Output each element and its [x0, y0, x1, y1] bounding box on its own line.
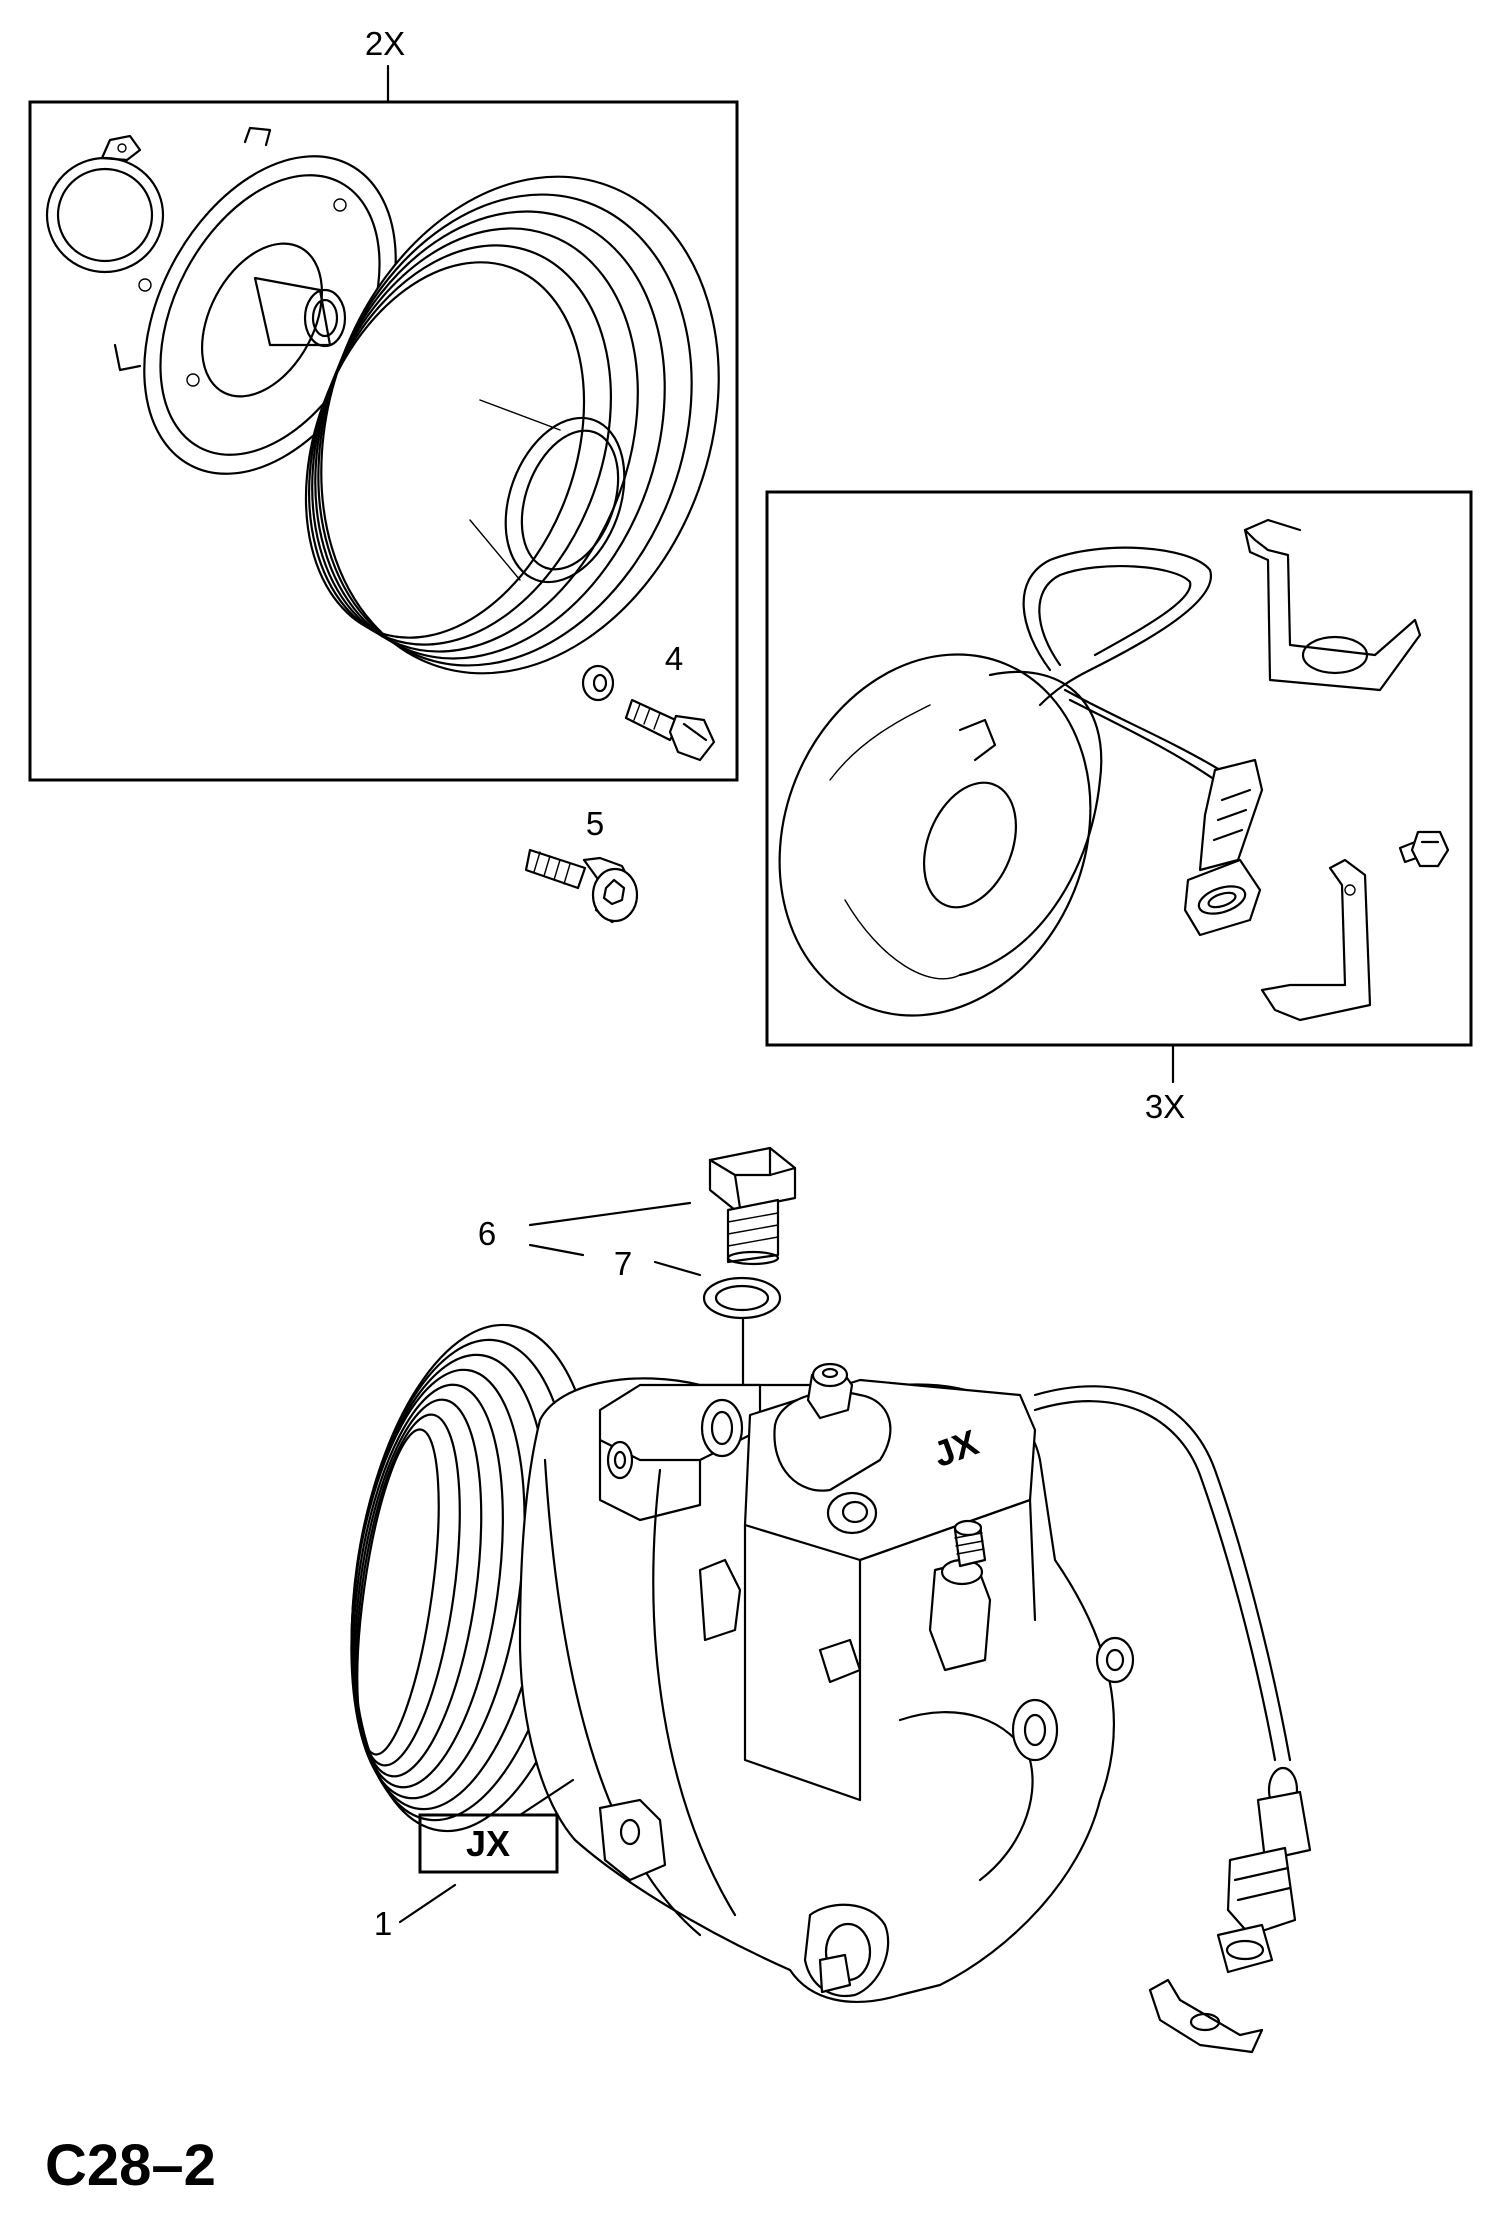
- badge-leader: [518, 1778, 575, 1817]
- socket-screw-5: 5: [524, 805, 639, 924]
- drain-plug-group: 6 7: [478, 1146, 797, 1387]
- clutch-assembly-frame: [28, 100, 739, 782]
- callout-1: 1: [374, 1905, 392, 1942]
- callout-1-leader: [398, 1883, 457, 1924]
- compressor-badge: JX: [418, 1778, 575, 1874]
- callout-5: 5: [586, 805, 604, 842]
- washer: [581, 664, 615, 702]
- drain-plug-bolt: [708, 1146, 797, 1266]
- field-coil-assembly-group: 3X: [765, 490, 1473, 1125]
- page-code: C28–2: [45, 2133, 216, 2198]
- snap-ring: [45, 134, 165, 274]
- badge-frame: [418, 1813, 559, 1874]
- callout-7: 7: [614, 1245, 632, 1282]
- clutch-assembly-group: 2X: [28, 25, 739, 782]
- callout-7-leader-a: [528, 1243, 585, 1257]
- callout-6: 6: [478, 1215, 496, 1252]
- badge-label: JX: [466, 1823, 510, 1864]
- callout-7-leader-b: [653, 1260, 702, 1277]
- compressor-body: JX: [518, 1362, 1135, 2003]
- clutch-pulley: [304, 175, 720, 675]
- compressor-group: JX: [350, 1323, 1312, 2054]
- coil-screw: [1398, 830, 1450, 868]
- callout-4: 4: [665, 640, 683, 677]
- compressor-cable: [1033, 1385, 1312, 2054]
- bolt-4: [624, 698, 716, 762]
- coil-connector: [1183, 758, 1264, 937]
- callout-6-leader: [528, 1201, 692, 1227]
- field-coil: [778, 653, 1103, 1017]
- sealing-ring: [702, 1276, 782, 1320]
- coil-wire-harness: [1022, 546, 1222, 784]
- callout-2x: 2X: [365, 25, 405, 62]
- coil-bracket-upper: [1243, 518, 1422, 692]
- field-coil-assembly-frame: [765, 490, 1473, 1047]
- coil-bracket-lower: [1260, 858, 1372, 1022]
- callout-3x: 3X: [1145, 1088, 1185, 1125]
